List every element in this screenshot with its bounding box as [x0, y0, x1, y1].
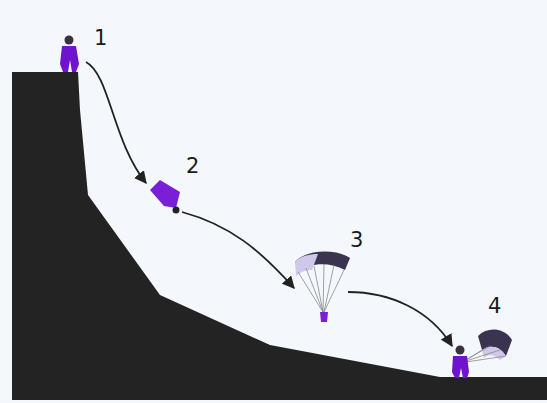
callout-number: 4	[488, 296, 501, 317]
landed-jumper	[452, 330, 512, 378]
path-arrow	[348, 292, 452, 346]
path-arrow	[86, 62, 146, 183]
parachute	[295, 252, 350, 322]
wingsuit-flyer	[150, 180, 180, 214]
callout-number: 3	[350, 230, 363, 251]
cliff-slope	[12, 72, 547, 400]
callout-number: 2	[186, 156, 199, 177]
path-arrow	[182, 212, 294, 288]
callout-number: 1	[94, 28, 107, 49]
jumper-standing	[60, 36, 79, 73]
